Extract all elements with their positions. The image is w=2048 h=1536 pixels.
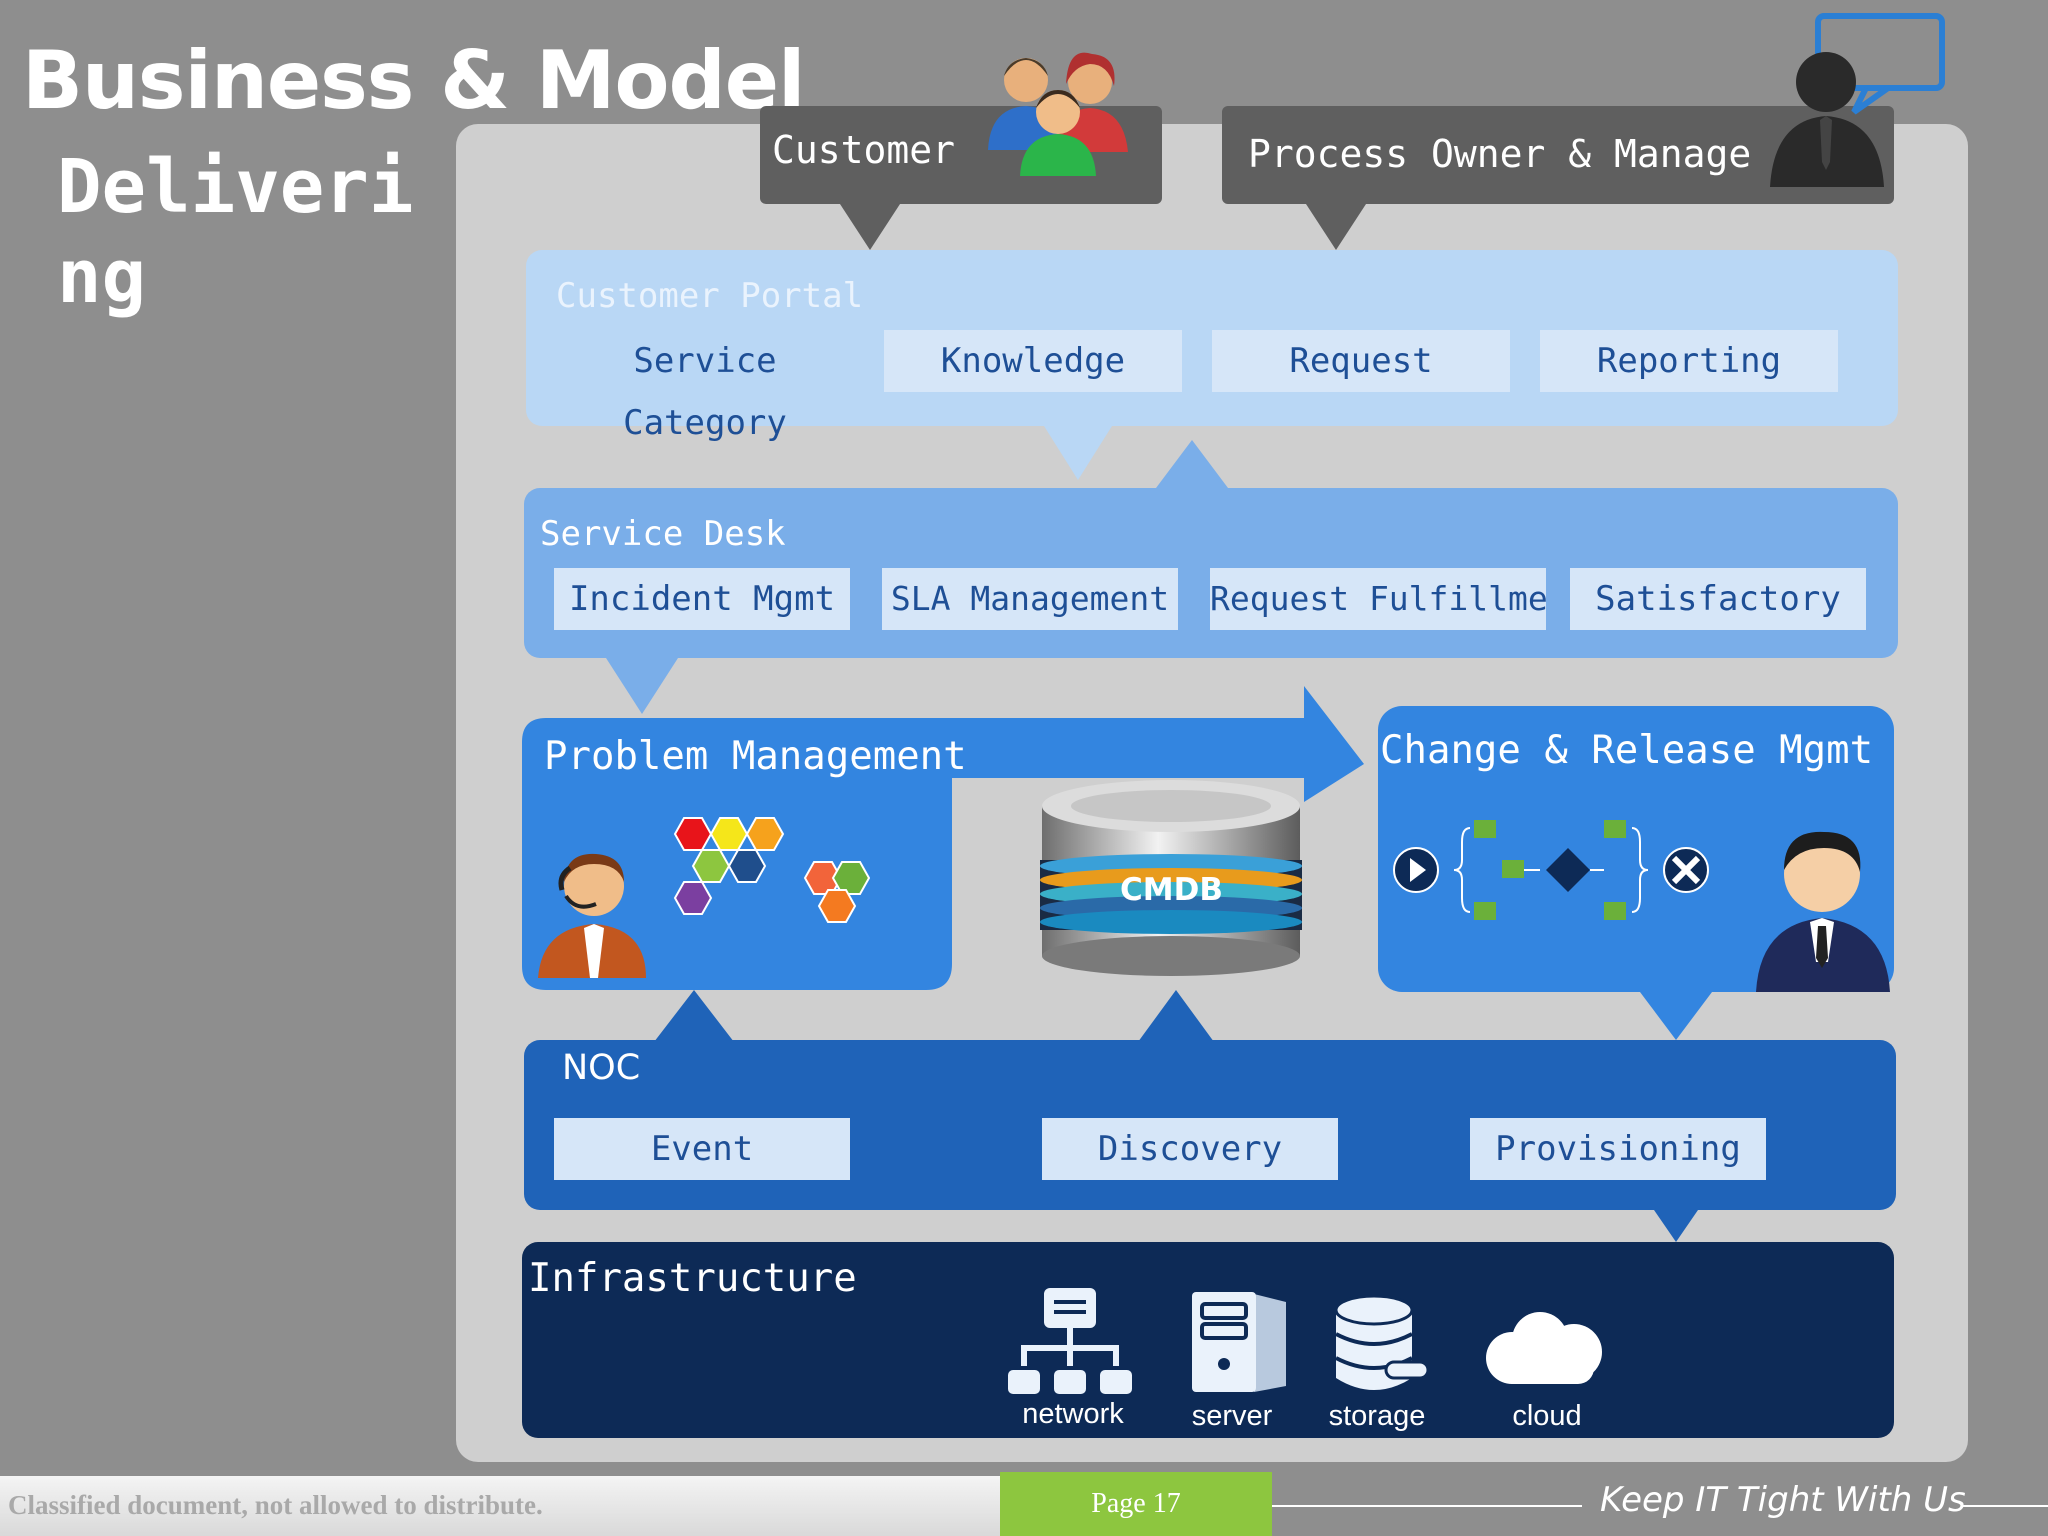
- portal-tab-service-category[interactable]: Service Category: [556, 330, 854, 443]
- footer-notice-bar: Classified document, not allowed to dist…: [0, 1476, 1000, 1536]
- customer-group-icon: [988, 52, 1128, 176]
- change-release-down-arrow: [1640, 992, 1712, 1040]
- network-icon: [1008, 1288, 1132, 1394]
- network-label: network: [1022, 1398, 1124, 1430]
- business-man-icon: [1756, 831, 1890, 992]
- noc-tab-event[interactable]: Event: [554, 1118, 850, 1180]
- customer-portal-label: Customer Portal: [556, 276, 864, 316]
- slide-subtitle: Delivering: [57, 144, 414, 320]
- customer-callout-pointer: [840, 204, 900, 250]
- cloud-label: cloud: [1512, 1400, 1582, 1432]
- portal-tab-knowledge[interactable]: Knowledge: [884, 330, 1182, 392]
- portal-tab-request[interactable]: Request: [1212, 330, 1510, 392]
- storage-label: storage: [1328, 1400, 1426, 1432]
- cmdb-database-icon: [1040, 780, 1302, 976]
- server-icon: [1192, 1292, 1286, 1392]
- problem-management-shape: [522, 686, 1364, 990]
- customer-callout-label: Customer: [772, 128, 956, 172]
- desk-tab-sla-management[interactable]: SLA Management: [882, 568, 1178, 630]
- change-release-label: Change & Release Mgmt: [1380, 728, 1874, 773]
- noc-down-arrow: [1654, 1210, 1698, 1242]
- cloud-icon: [1486, 1312, 1602, 1384]
- support-agent-icon: [538, 853, 646, 978]
- desk-tab-satisfactory[interactable]: Satisfactory: [1570, 568, 1866, 630]
- problem-management-label: Problem Management: [544, 734, 967, 779]
- noc-up-arrow-center: [1138, 990, 1214, 1042]
- workflow-diagram-icon: [1393, 820, 1709, 920]
- desk-tab-incident-mgmt[interactable]: Incident Mgmt: [554, 568, 850, 630]
- hexagon-cluster-icon: [673, 817, 870, 923]
- footer-tagline: Keep IT Tight With Us: [1600, 1480, 1966, 1520]
- service-desk-label: Service Desk: [540, 514, 786, 554]
- noc-tab-discovery[interactable]: Discovery: [1042, 1118, 1338, 1180]
- service-desk-up-arrow: [1156, 440, 1228, 488]
- page-number-box: Page 17: [1000, 1472, 1272, 1536]
- footer-notice: Classified document, not allowed to dist…: [8, 1490, 543, 1520]
- portal-down-arrow: [1044, 426, 1112, 480]
- desk-tab-request-fulfillment[interactable]: Request Fulfillment: [1210, 568, 1546, 630]
- infrastructure-label: Infrastructure: [528, 1256, 857, 1301]
- owner-callout-label: Process Owner & Manage: [1248, 132, 1752, 176]
- page-number: Page 17: [1091, 1488, 1181, 1519]
- footer-line-left: [1272, 1505, 1582, 1507]
- manager-speech-icon: [1770, 13, 1945, 187]
- server-label: server: [1191, 1400, 1273, 1432]
- noc-tab-provisioning[interactable]: Provisioning: [1470, 1118, 1766, 1180]
- noc-up-arrow-left: [654, 990, 734, 1042]
- cmdb-label: CMDB: [1120, 872, 1223, 908]
- slide-title: Business & Model: [22, 34, 805, 127]
- noc-label: NOC: [562, 1048, 641, 1088]
- service-desk-down-arrow: [606, 658, 678, 714]
- footer-line-right: [1962, 1505, 2048, 1507]
- owner-callout-pointer: [1306, 204, 1366, 250]
- portal-tab-reporting[interactable]: Reporting: [1540, 330, 1838, 392]
- storage-icon: [1334, 1294, 1430, 1390]
